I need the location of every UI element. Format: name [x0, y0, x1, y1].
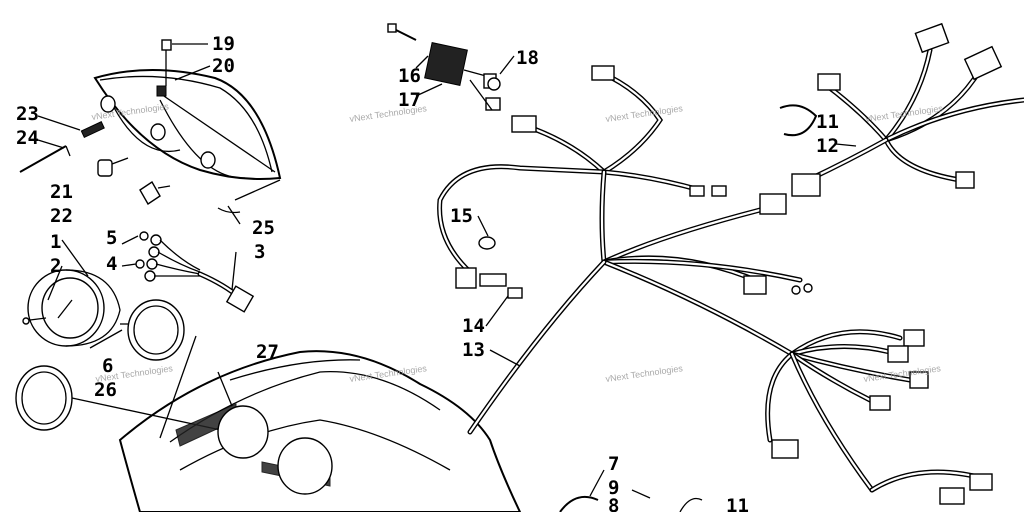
callout-25: 25	[252, 217, 275, 239]
callout-12: 12	[816, 135, 839, 157]
callout-22: 22	[50, 205, 73, 227]
callout-26: 26	[94, 379, 117, 401]
main-wiring-harness	[437, 65, 993, 505]
callout-24: 24	[16, 127, 39, 149]
callout-16: 16	[398, 65, 421, 87]
gauge-assembly	[15, 231, 255, 433]
callout-23: 23	[16, 103, 39, 125]
callout-4: 4	[106, 253, 117, 275]
watermark-text: vNext Technologies	[605, 363, 684, 384]
callout-2: 2	[50, 255, 61, 277]
callout-17: 17	[398, 89, 421, 111]
callout-21: 21	[50, 181, 73, 203]
leader-lines	[47, 55, 857, 367]
callout-9: 9	[608, 477, 619, 499]
callout-1: 1	[50, 231, 61, 253]
callout-19: 19	[212, 33, 235, 55]
callout-7: 7	[608, 453, 619, 475]
callout-18: 18	[516, 47, 539, 69]
callout-labels: 19 20 23 24 21 22 25 1 2 5 4 3 6 26 27 1…	[16, 33, 839, 512]
watermark-text: vNext Technologies	[605, 103, 684, 124]
callout-27: 27	[256, 341, 279, 363]
callout-11-lower: 11	[726, 495, 749, 512]
callout-11: 11	[816, 111, 839, 133]
callout-3: 3	[254, 241, 265, 263]
callout-5: 5	[106, 227, 117, 249]
callout-8: 8	[608, 495, 619, 512]
headlight-assembly	[19, 39, 282, 225]
callout-15: 15	[450, 205, 473, 227]
callout-13: 13	[462, 339, 485, 361]
rectifier	[387, 23, 515, 111]
callout-6: 6	[102, 355, 113, 377]
sub-harness	[779, 22, 1024, 197]
dashboard-hood	[118, 335, 522, 512]
bottom-parts	[559, 469, 703, 512]
callout-20: 20	[212, 55, 235, 77]
callout-14: 14	[462, 315, 485, 337]
